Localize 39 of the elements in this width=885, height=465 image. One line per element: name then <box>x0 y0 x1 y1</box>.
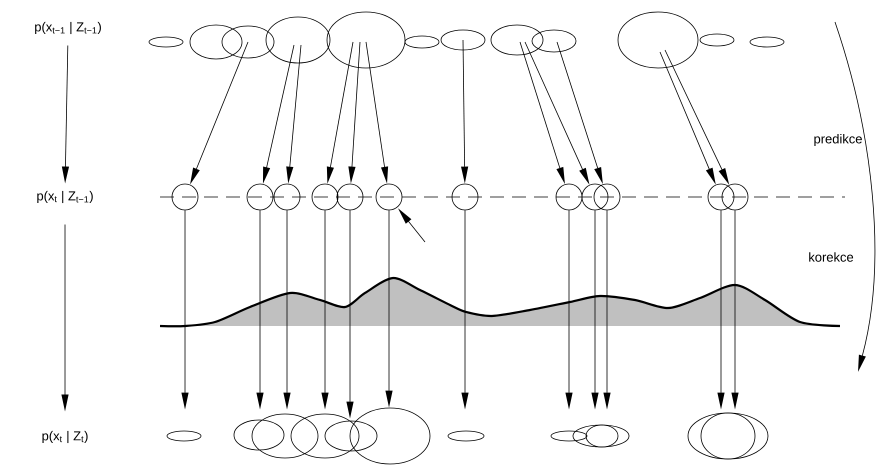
sample-ellipse <box>290 414 360 458</box>
sample-ellipse <box>404 36 440 48</box>
sample-circle <box>556 184 582 210</box>
sample-circle <box>452 184 478 210</box>
sample-ellipse <box>190 24 242 60</box>
sample-ellipse <box>618 12 698 68</box>
sample-circle <box>376 184 402 210</box>
sample-ellipse <box>700 34 734 46</box>
sample-ellipse <box>326 12 406 68</box>
sample-ellipse <box>572 424 630 448</box>
sample-circle <box>594 184 620 210</box>
sample-ellipse <box>350 408 430 464</box>
row-label: p(x$_{t}$ | Z$_{t−1}$) <box>37 190 93 204</box>
row-label: p(x$_{t}$ | Z$_{t}$) <box>42 430 88 444</box>
step-label: predikce <box>814 134 862 146</box>
sample-circle <box>582 184 608 210</box>
sample-circle <box>708 184 734 210</box>
sample-ellipse <box>448 430 484 442</box>
sample-ellipse <box>440 30 486 50</box>
sample-ellipse <box>266 16 330 64</box>
sample-ellipse <box>222 26 274 58</box>
row-label: p(x$_{t−1}$ | Z$_{t−1}$) <box>35 22 101 34</box>
sample-circle <box>172 184 198 210</box>
step-label: korekce <box>809 252 854 262</box>
sample-circle <box>722 184 748 210</box>
sample-ellipse <box>688 412 768 460</box>
sample-circle <box>246 184 274 210</box>
sample-circle <box>336 184 364 210</box>
sample-ellipse <box>750 36 784 48</box>
sample-circle <box>274 184 300 210</box>
sample-circle <box>312 184 338 210</box>
sample-ellipse <box>166 430 202 442</box>
sample-ellipse <box>148 36 184 48</box>
sample-ellipse <box>532 30 576 52</box>
sample-ellipse <box>490 24 544 56</box>
sample-ellipse <box>252 414 318 458</box>
sample-ellipse <box>550 430 588 442</box>
sample-ellipse <box>234 420 284 450</box>
sample-ellipse <box>324 420 378 452</box>
